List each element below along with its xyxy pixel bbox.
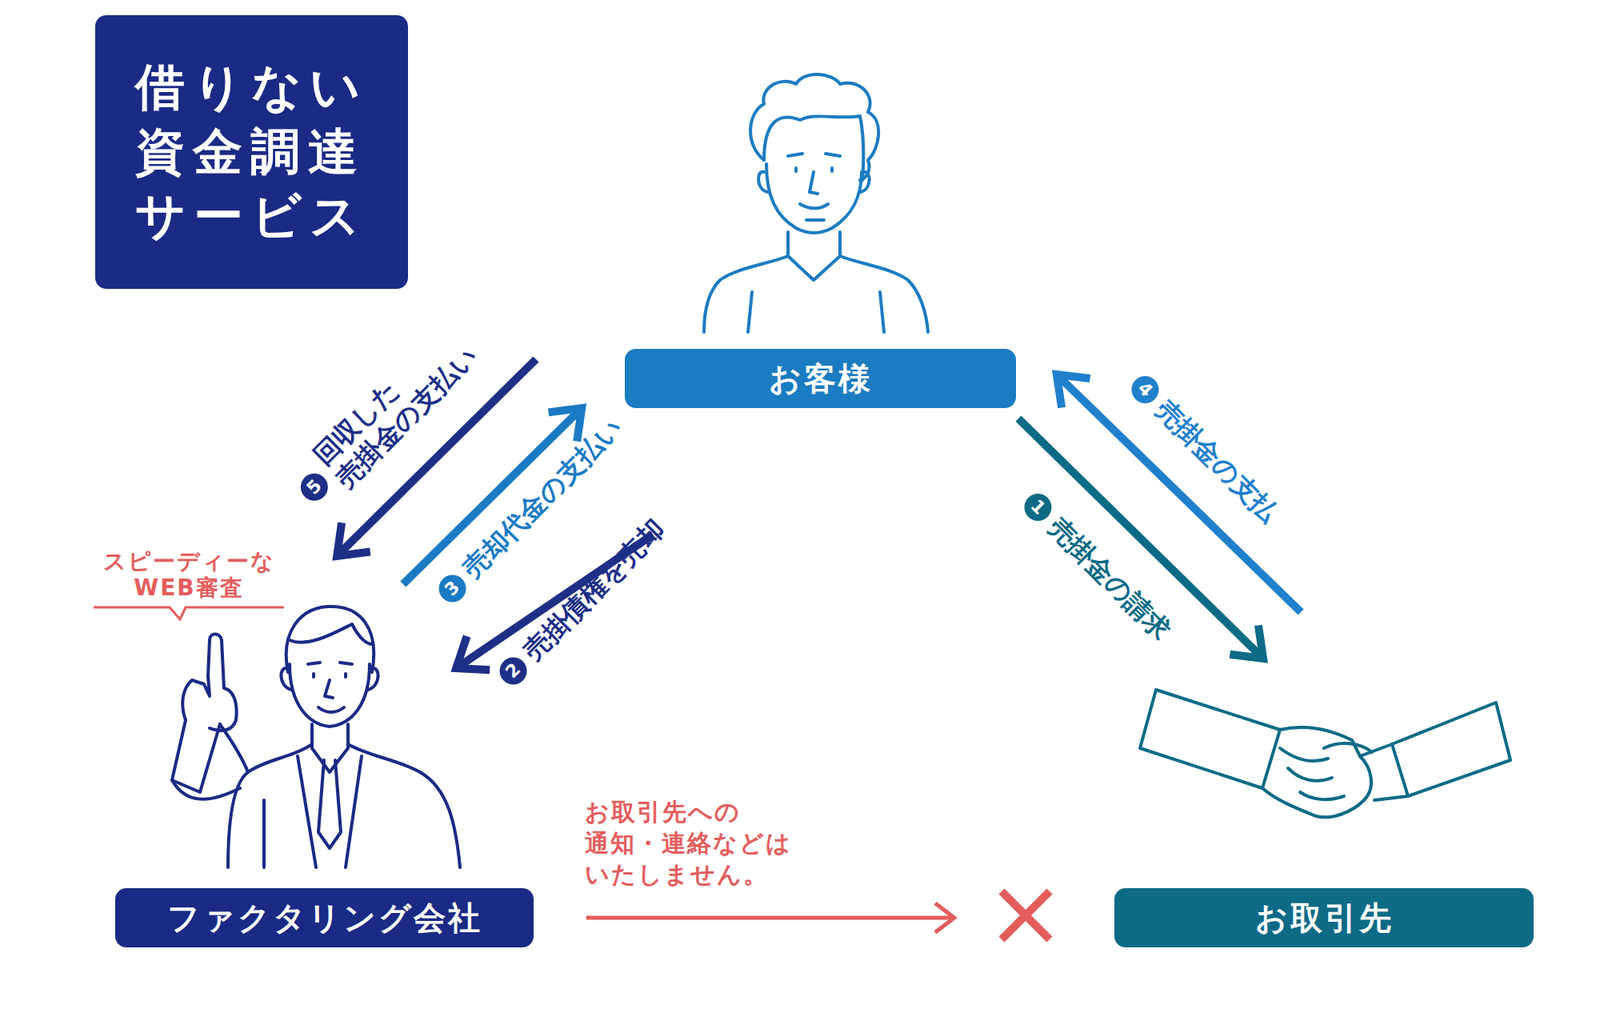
cross-mark [1001,891,1050,940]
title-box: 借りない 資金調達 サービス [95,15,408,289]
arrow-head [1229,624,1264,659]
node-label: お取引先 [1255,896,1394,940]
node-label: お客様 [768,356,873,401]
arrow-head [1056,374,1091,408]
edge-label-group: 1売掛金の請求 [1016,486,1177,647]
text-line: 売掛金の請求 [1041,511,1177,647]
edge-label: 売掛債権を売却 [517,512,672,667]
party-box: お客様 [624,348,1016,408]
arrow-head [548,408,583,442]
text-line: ファクタリング会社 [167,896,483,940]
arrow-head [456,636,490,670]
text-line: 売掛債権を売却 [517,512,672,667]
arrow-head [336,522,371,556]
node-label: ファクタリング会社 [167,896,483,940]
text-line: 通知・連絡などは [584,827,792,859]
title: 借りない 資金調達 サービス [135,55,368,249]
party-box: ファクタリング会社 [115,888,534,948]
text-line: スピーディーな [103,548,276,576]
customer-figure [704,74,928,332]
text-line: 借りない [135,55,368,120]
text-line: お客様 [768,356,873,401]
text-line: 資金調達 [135,120,368,185]
edge-note: お取引先への 通知・連絡などは いたしません。 [584,796,792,890]
text-line: お取引先 [1255,896,1394,940]
edge-label: 売掛金の支払 [1148,393,1284,529]
callout-text: スピーディーな WEB審査 [103,548,276,602]
handshake-figure [1140,689,1511,817]
callout-number: 2 [493,652,532,691]
party-box: お取引先 [1114,888,1534,948]
edge-label: 売掛金の請求 [1041,511,1177,647]
text-line: 売掛金の支払 [1148,393,1284,529]
edge-label-group: 5回収した 売掛金の支払い [281,317,484,520]
text-line: サービス [135,184,368,249]
callout-number: 1 [1018,488,1057,527]
callout-number: 4 [1125,370,1164,409]
edge-label: 回収した 売掛金の支払い [306,317,484,495]
callout-leader [93,607,284,620]
factoring-staff-figure [172,606,460,868]
text-line: いたしません。 [584,858,792,890]
text-line: お取引先への [584,796,792,828]
callout-number: 5 [294,468,333,507]
arrow-head [935,903,955,932]
flow-arrow [586,916,955,920]
callout-number: 3 [432,569,472,608]
text-line: WEB審査 [103,574,276,602]
edge-label-group: 4売掛金の支払 [1124,368,1284,529]
